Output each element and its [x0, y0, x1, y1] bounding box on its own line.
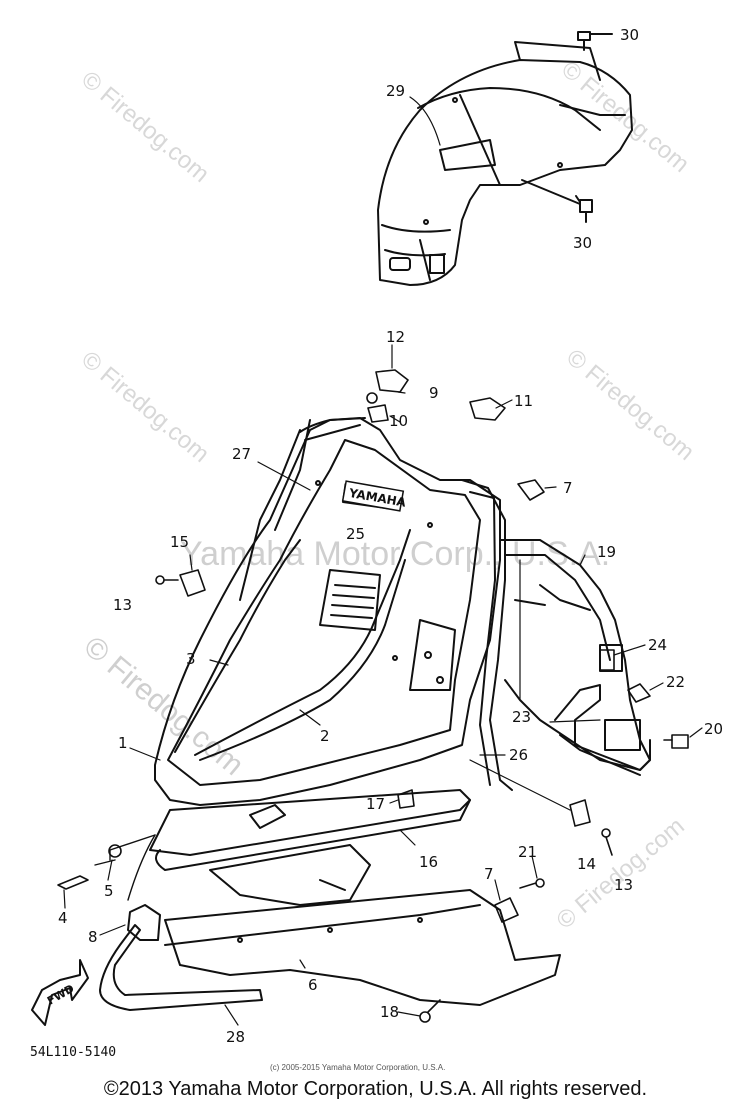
part-label: 7	[563, 479, 573, 497]
molding-26	[461, 479, 513, 791]
part-label: 29	[386, 82, 405, 100]
lower-cover	[209, 844, 371, 906]
part-label: 1	[118, 734, 128, 752]
footer-copyright: ©2013 Yamaha Motor Corporation, U.S.A. A…	[103, 1078, 648, 1100]
fwd-arrow	[31, 959, 89, 1026]
bolt-30-top	[577, 31, 613, 51]
part-label: 26	[509, 746, 528, 764]
bolt-30-mid	[521, 179, 593, 223]
part-label: 4	[58, 909, 68, 927]
diagram-code: 54L110-5140	[30, 1045, 117, 1060]
part-label: 22	[666, 673, 685, 691]
part-label: 11	[514, 392, 533, 410]
part-label: 23	[512, 708, 531, 726]
part-label: 9	[429, 384, 439, 402]
part-label: 16	[419, 853, 438, 871]
molding-28	[99, 924, 263, 1011]
part-label: 24	[648, 636, 667, 654]
part-label: 18	[380, 1003, 399, 1021]
watermark: © Firedog.com	[556, 56, 694, 178]
watermark: © Firedog.com	[76, 346, 214, 468]
lower-strip-16	[149, 789, 471, 871]
clip-8	[127, 904, 161, 941]
part-label: 19	[597, 543, 616, 561]
yamaha-emblem: YAMAHA	[341, 480, 408, 512]
part-label: 20	[704, 720, 723, 738]
lower-shield-6	[164, 889, 561, 1006]
watermark: © Firedog.com	[552, 813, 690, 935]
part-label: 10	[389, 412, 408, 430]
rear-fender-drawing	[377, 41, 633, 286]
part-label: 5	[104, 882, 114, 900]
bracket-23	[554, 684, 651, 776]
part-label: 15	[170, 533, 189, 551]
part-label: 14	[577, 855, 596, 873]
hardware-parts	[57, 369, 689, 1023]
part-label: 2	[320, 727, 330, 745]
part-label: 28	[226, 1028, 245, 1046]
part-label: 13	[614, 876, 633, 894]
part-label: 30	[573, 234, 592, 252]
part-label: 12	[386, 328, 405, 346]
part-label: 27	[232, 445, 251, 463]
watermark: © Firedog.com	[561, 344, 699, 466]
part-label: 13	[113, 596, 132, 614]
part-labels: 30 29 30 12 9 11 10 27 7 25 15 19 13 24 …	[58, 26, 723, 1046]
part-label: 17	[366, 795, 385, 813]
watermark: © Firedog.com	[76, 66, 214, 188]
part-label: 25	[346, 525, 365, 543]
part-label: 30	[620, 26, 639, 44]
part-label: 21	[518, 843, 537, 861]
center-watermark: Yamaha Motor Corp., U.S.A.	[180, 535, 610, 573]
part-label: 8	[88, 928, 98, 946]
part-label: 6	[308, 976, 318, 994]
small-copyright: (c) 2005-2015 Yamaha Motor Corporation, …	[270, 1063, 446, 1072]
part-label: 7	[484, 865, 494, 883]
part-label: 3	[186, 650, 196, 668]
leader-lines	[63, 96, 703, 1026]
molding-27	[299, 417, 366, 441]
